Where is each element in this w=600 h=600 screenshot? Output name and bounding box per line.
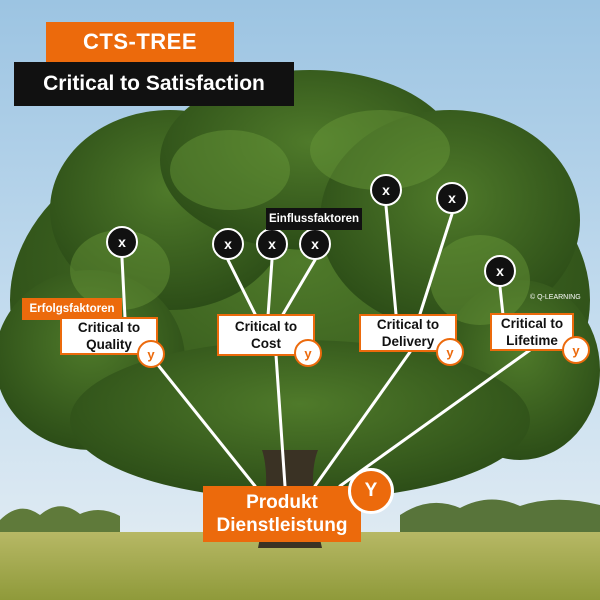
criterion-lifetime: Critical to Lifetime: [490, 313, 574, 351]
line-root-cost: [274, 353, 287, 488]
image-credit: © Q-LEARNING: [530, 294, 581, 301]
line-root-delivery: [313, 350, 412, 488]
factor-node-cost-3: x: [299, 228, 331, 260]
line-delivery-x1: [384, 204, 398, 316]
factor-node-cost-1: x: [212, 228, 244, 260]
line-cost-x3: [280, 258, 317, 318]
diagram-title: CTS-TREE: [46, 22, 234, 62]
factor-node-lifetime: x: [484, 255, 516, 287]
factor-node-delivery-2: x: [436, 182, 468, 214]
line-cost-x2: [266, 258, 274, 318]
criterion-cost-y: y: [294, 339, 322, 367]
factor-node-cost-2: x: [256, 228, 288, 260]
line-root-lifetime: [338, 348, 532, 488]
line-root-quality: [148, 353, 257, 488]
success-factors-label: Erfolgsfaktoren: [22, 298, 122, 320]
product-root-y: Y: [348, 468, 394, 514]
influence-factors-label: Einflussfaktoren: [266, 208, 362, 230]
factor-node-delivery-1: x: [370, 174, 402, 206]
factor-node-quality: x: [106, 226, 138, 258]
criterion-cost: Critical to Cost: [217, 314, 315, 356]
line-quality-x: [120, 256, 127, 320]
line-delivery-x2: [418, 212, 454, 316]
criterion-lifetime-y: y: [562, 336, 590, 364]
product-root-node: Produkt Dienstleistung: [203, 486, 361, 542]
criterion-delivery-y: y: [436, 338, 464, 366]
criterion-quality-y: y: [137, 340, 165, 368]
line-cost-x1: [226, 258, 258, 318]
diagram-subtitle: Critical to Satisfaction: [14, 62, 294, 106]
line-lifetime-x: [498, 285, 505, 317]
